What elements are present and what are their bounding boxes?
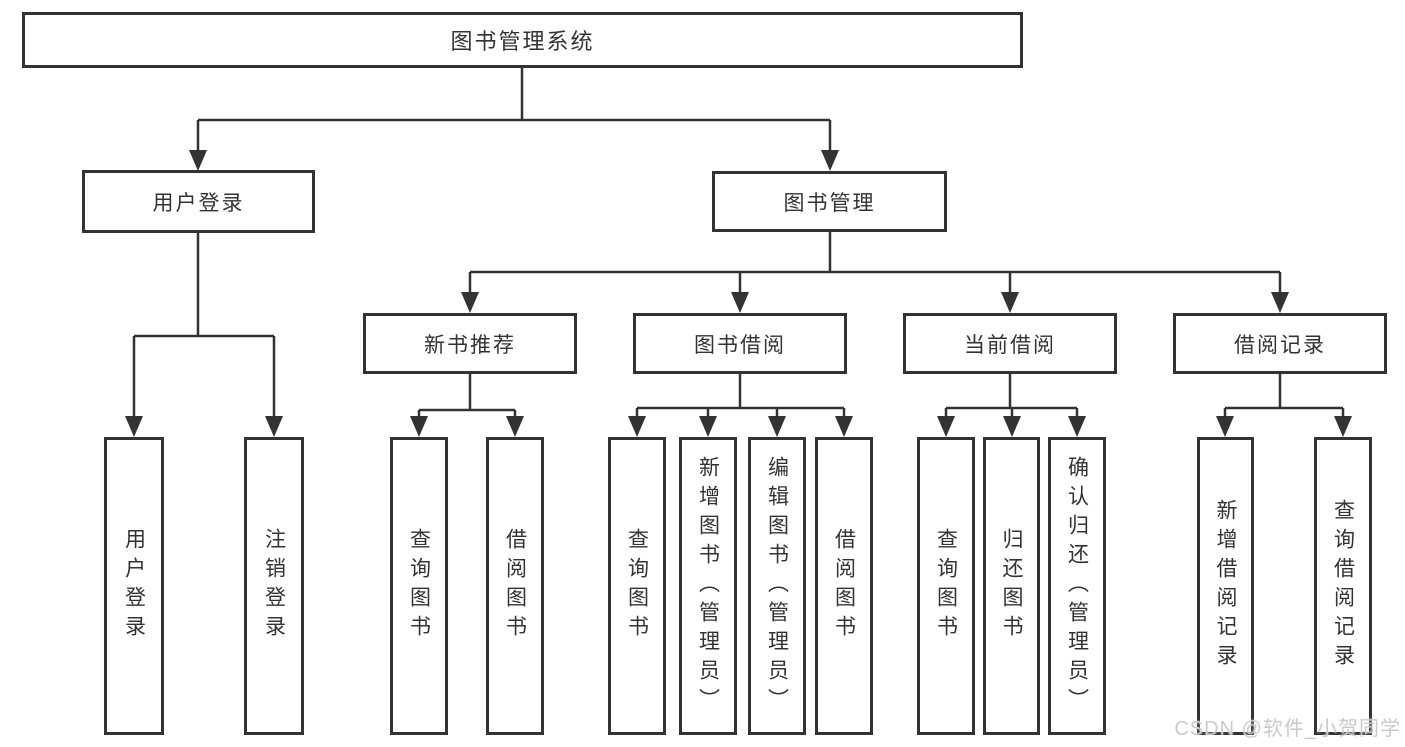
leaf-query-books-recommend: 查询图书: [390, 437, 448, 735]
leaf-add-borrow-record: 新增借阅记录: [1197, 437, 1254, 735]
leaf-edit-books-admin-label: 编辑图书（管理员）: [765, 455, 789, 717]
leaf-confirm-return-admin: 确认归还（管理员）: [1048, 437, 1106, 735]
node-borrow-records-label: 借阅记录: [1234, 333, 1326, 357]
leaf-query-books-borrow-label: 查询图书: [625, 528, 649, 644]
node-borrow-records: 借阅记录: [1173, 313, 1387, 374]
node-new-book-recommend: 新书推荐: [363, 313, 577, 374]
leaf-borrow-books-recommend: 借阅图书: [486, 437, 544, 735]
connector-borrow-records: [1223, 374, 1345, 417]
leaf-add-books-admin: 新增图书（管理员）: [679, 437, 737, 735]
node-root-system-label: 图书管理系统: [450, 29, 595, 54]
csdn-watermark: CSDN @软件_小贺同学: [1174, 718, 1401, 740]
leaf-query-books-current: 查询图书: [917, 437, 975, 735]
leaf-user-login: 用户登录: [104, 437, 164, 735]
connector-book-management: [468, 232, 1282, 293]
node-book-management: 图书管理: [712, 171, 947, 232]
leaf-return-books-label: 归还图书: [1000, 528, 1023, 644]
leaf-logout: 注销登录: [244, 437, 304, 735]
connector-current-borrow: [944, 374, 1079, 417]
leaf-borrow-books-recommend-label: 借阅图书: [503, 528, 527, 644]
leaf-borrow-books: 借阅图书: [815, 437, 873, 735]
node-current-borrow: 当前借阅: [903, 313, 1117, 374]
leaf-add-borrow-record-label: 新增借阅记录: [1214, 499, 1237, 673]
leaf-query-borrow-record-label: 查询借阅记录: [1331, 499, 1355, 673]
leaf-query-books-recommend-label: 查询图书: [407, 528, 431, 644]
connector-new-book-recommend: [417, 374, 517, 417]
leaf-return-books: 归还图书: [983, 437, 1040, 735]
connector-root: [196, 68, 832, 152]
node-book-management-label: 图书管理: [783, 191, 876, 215]
node-current-borrow-label: 当前借阅: [964, 333, 1056, 357]
connector-user-login: [132, 233, 276, 417]
leaf-edit-books-admin: 编辑图书（管理员）: [748, 437, 806, 735]
leaf-query-borrow-record: 查询借阅记录: [1314, 437, 1372, 735]
leaf-add-books-admin-label: 新增图书（管理员）: [696, 455, 720, 717]
node-book-borrow-label: 图书借阅: [694, 333, 786, 357]
leaf-confirm-return-admin-label: 确认归还（管理员）: [1065, 455, 1089, 717]
leaf-query-books-current-label: 查询图书: [934, 528, 958, 644]
arrowheads: [125, 150, 1352, 437]
node-root-system: 图书管理系统: [22, 12, 1023, 68]
leaf-logout-label: 注销登录: [262, 528, 286, 644]
leaf-borrow-books-label: 借阅图书: [832, 528, 856, 644]
node-new-book-recommend-label: 新书推荐: [424, 333, 516, 357]
connector-book-borrow: [635, 374, 846, 417]
node-book-borrow: 图书借阅: [633, 313, 847, 374]
node-user-login: 用户登录: [82, 170, 315, 233]
leaf-user-login-label: 用户登录: [122, 528, 146, 644]
node-user-login-label: 用户登录: [152, 191, 245, 215]
leaf-query-books-borrow: 查询图书: [608, 437, 666, 735]
